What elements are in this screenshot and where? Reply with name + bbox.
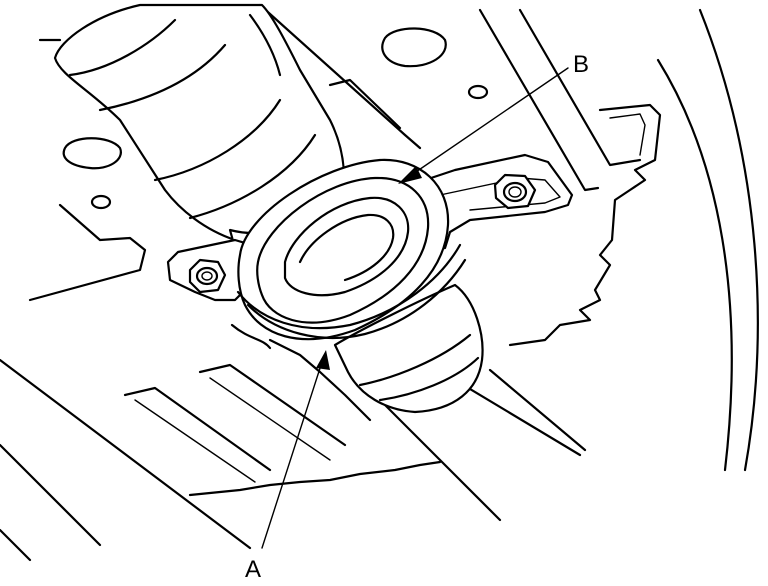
callout-label-b: B — [573, 51, 589, 78]
callout-leaders — [261, 67, 569, 549]
leader-line-a — [261, 361, 323, 549]
leader-line-b — [409, 67, 569, 177]
leader-arrowhead-b — [398, 166, 422, 184]
leader-arrowhead-a — [316, 350, 330, 370]
callout-label-a: A — [245, 556, 261, 583]
floor-panel — [0, 3, 759, 562]
hole-large-left — [62, 137, 122, 170]
body-holes — [62, 27, 489, 210]
bracket-nut-left — [188, 258, 227, 294]
bracket-nut-right — [493, 173, 537, 210]
hole-large-top — [381, 27, 447, 68]
hole-small-left — [90, 194, 112, 210]
hole-small-top — [467, 84, 489, 100]
center-support-bearing — [166, 153, 574, 414]
